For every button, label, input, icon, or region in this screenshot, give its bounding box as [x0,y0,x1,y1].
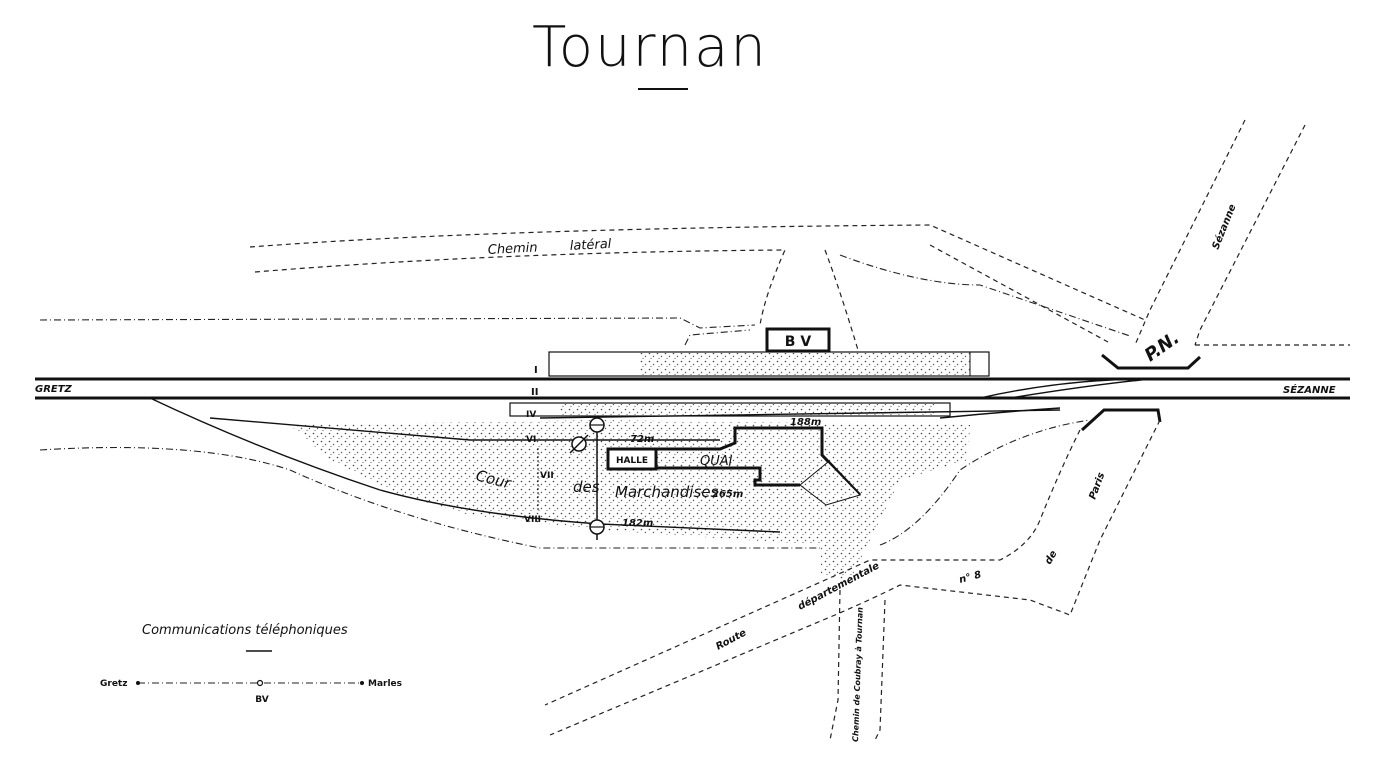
lower-platform-stipple [560,404,935,415]
route-label-3: n° 8 [958,569,983,585]
track-label-viii: VIII [524,515,541,525]
track-label-vii: VII [540,471,554,481]
cour-label-2: des [573,478,600,496]
main-platform-stipple [640,353,970,375]
length-188: 188m [790,417,821,428]
fence-upper-right [839,254,1131,337]
chemin-lateral-label-1: Chemin [487,240,538,258]
chemin-coubray-right [874,599,886,741]
sezanne-road-label: Sézanne [1210,202,1239,251]
legend-left: Gretz [100,679,127,689]
level-crossing-bottom [1080,408,1162,432]
cour-label-3: Marchandises [615,483,718,501]
legend-title: Communications téléphoniques [142,623,348,638]
fence-lower-right [879,419,1091,546]
legend-bv-marker [256,679,264,687]
ramp [799,461,861,506]
quai-outline [656,426,862,497]
quai-label: QUAI [700,454,733,469]
length-182: 182m [622,518,653,529]
chemin-lateral-lower [254,249,786,326]
chemin-coubray-left [829,589,841,741]
chemin-lateral-upper [249,224,1146,321]
halle-building [606,447,658,471]
legend-center: BV [255,695,268,705]
chemin-coubray-label: Chemin de Coubray à Tournan [851,607,865,742]
sezanne-line-label: SÉZANNE [1283,383,1336,396]
route-label-1: Route [714,627,748,652]
gretz-label: GRETZ [35,384,73,395]
length-72: 72m [630,434,654,445]
sezanne-road-left [1134,119,1246,346]
track-label-i: I [534,365,538,376]
halle-label: HALLE [616,456,648,466]
legend-right: Marles [368,679,402,689]
crossover [1009,378,1151,399]
track-label-vi: VI [526,435,536,445]
track-vi [209,417,720,441]
length-265: 265m [712,489,743,500]
goods-yard-area [290,420,970,580]
track-iv [539,409,1061,419]
level-crossing-top [1101,353,1202,370]
route-label-5: Paris [1087,471,1107,501]
track-viii [149,397,781,533]
route-label-4: de [1043,549,1060,567]
track-label-iv: IV [526,410,536,420]
fence-upper [39,317,756,346]
track-label-ii: II [531,387,538,398]
route-paris-left [544,429,1081,706]
pn-label: P.N. [1141,328,1184,367]
sezanne-road-right [1194,124,1306,346]
page-title: Tournan [532,15,768,80]
chemin-lateral-label-2: latéral [569,237,612,254]
bv-building [765,327,831,353]
route-paris-right [549,419,1161,736]
fence-lower [39,446,820,549]
bv-label: B V [785,334,812,350]
